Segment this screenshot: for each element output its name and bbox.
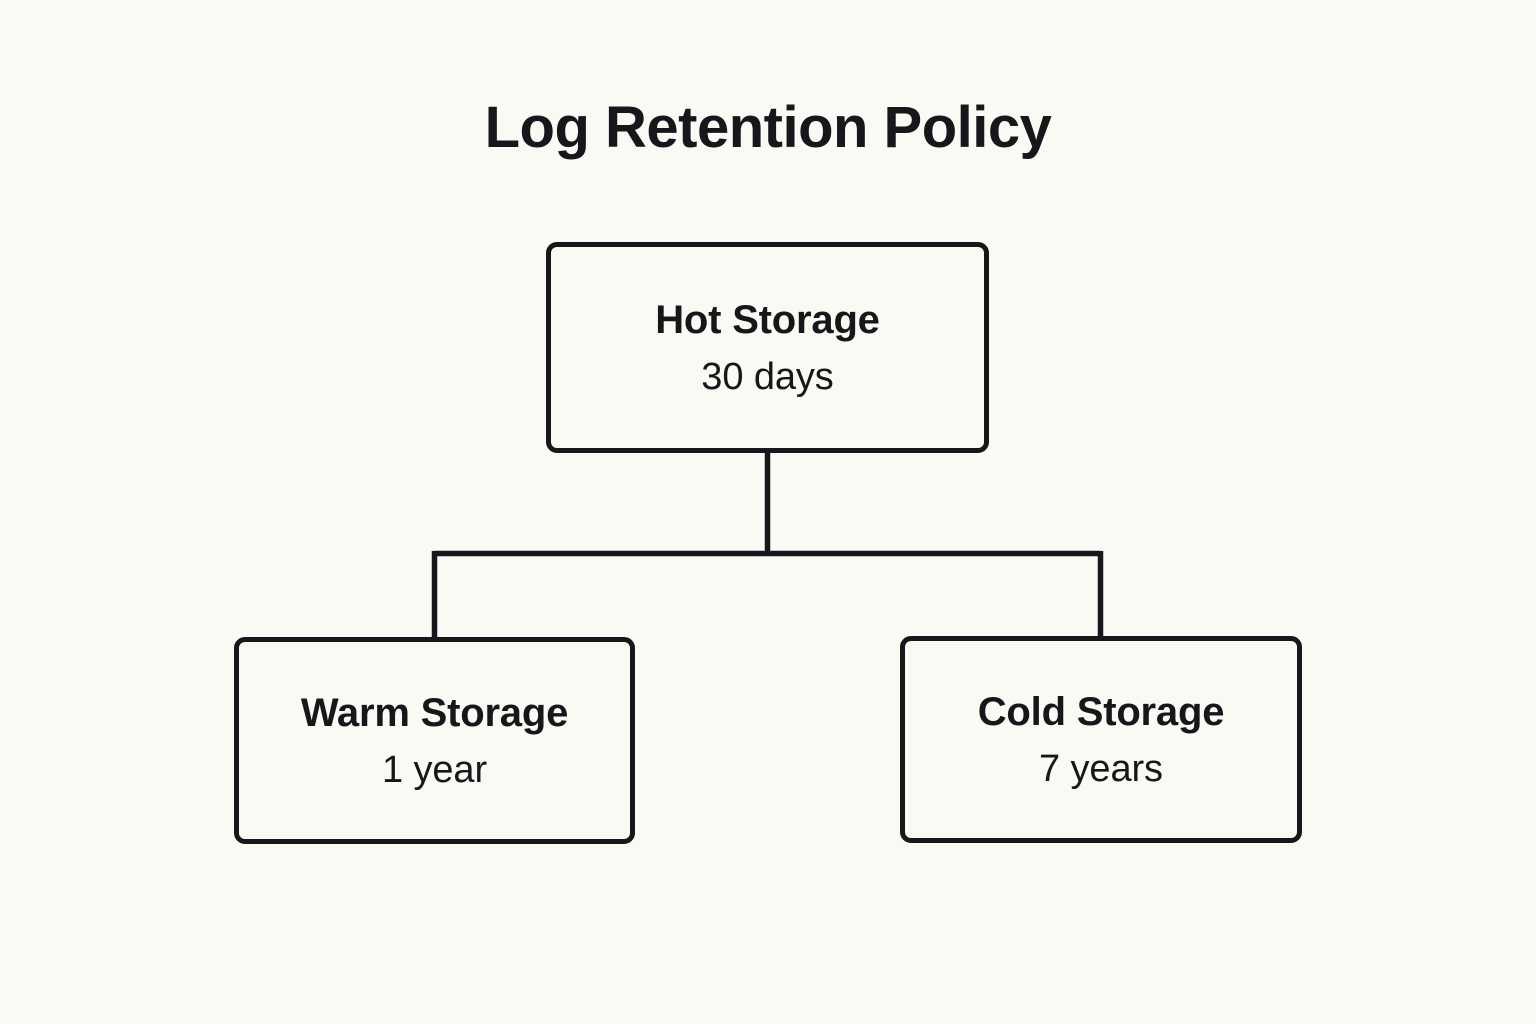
node-cold-storage-subtitle: 7 years — [1039, 747, 1163, 790]
node-hot-storage[interactable]: Hot Storage 30 days — [546, 242, 989, 453]
node-warm-storage[interactable]: Warm Storage 1 year — [234, 637, 635, 844]
node-hot-storage-title: Hot Storage — [655, 297, 880, 342]
node-warm-storage-title: Warm Storage — [300, 690, 569, 735]
page-title: Log Retention Policy — [484, 95, 1052, 160]
node-cold-storage[interactable]: Cold Storage 7 years — [900, 636, 1302, 843]
node-warm-storage-subtitle: 1 year — [381, 748, 487, 791]
node-cold-storage-title: Cold Storage — [977, 689, 1225, 734]
node-hot-storage-subtitle: 30 days — [701, 355, 834, 398]
